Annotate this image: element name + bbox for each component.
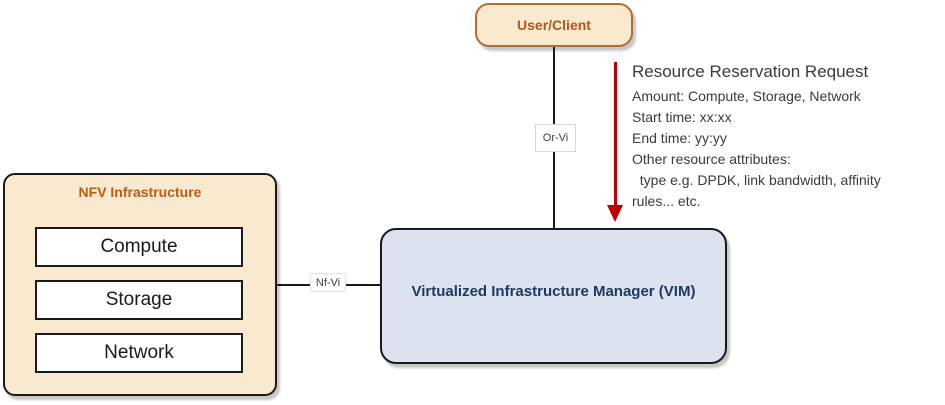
nf-vi-label-text: Nf-Vi: [315, 276, 341, 289]
vim-node: Virtualized Infrastructure Manager (VIM): [380, 228, 727, 364]
nfv-infrastructure-title: NFV Infrastructure: [78, 184, 202, 200]
or-vi-edge-label: Or-Vi: [535, 124, 576, 152]
annotation-line-end-time: End time: yy:yy: [632, 130, 727, 146]
request-arrow-stem: [614, 62, 617, 205]
request-arrow-head-icon: [607, 205, 623, 222]
compute-label: Compute: [100, 236, 178, 257]
network-node: Network: [35, 333, 243, 373]
nfv-infrastructure-node: NFV Infrastructure Compute Storage Netwo…: [3, 173, 277, 396]
storage-label: Storage: [105, 289, 173, 310]
user-client-label: User/Client: [517, 17, 591, 33]
user-client-node: User/Client: [475, 3, 633, 47]
annotation-line-amount: Amount: Compute, Storage, Network: [632, 88, 861, 104]
annotation-line-type: type e.g. DPDK, link bandwidth, affinity: [632, 172, 881, 188]
annotation-line-rules: rules... etc.: [632, 193, 701, 209]
request-annotation: Resource Reservation Request Amount: Com…: [632, 60, 944, 212]
compute-node: Compute: [35, 227, 243, 267]
annotation-line-start-time: Start time: xx:xx: [632, 109, 732, 125]
vim-label: Virtualized Infrastructure Manager (VIM): [411, 282, 696, 300]
or-vi-label-text: Or-Vi: [542, 132, 569, 144]
network-label: Network: [104, 342, 174, 363]
annotation-title: Resource Reservation Request: [632, 62, 869, 81]
nf-vi-edge-label: Nf-Vi: [310, 273, 346, 292]
annotation-line-other-attrs: Other resource attributes:: [632, 151, 791, 167]
storage-node: Storage: [35, 280, 243, 320]
